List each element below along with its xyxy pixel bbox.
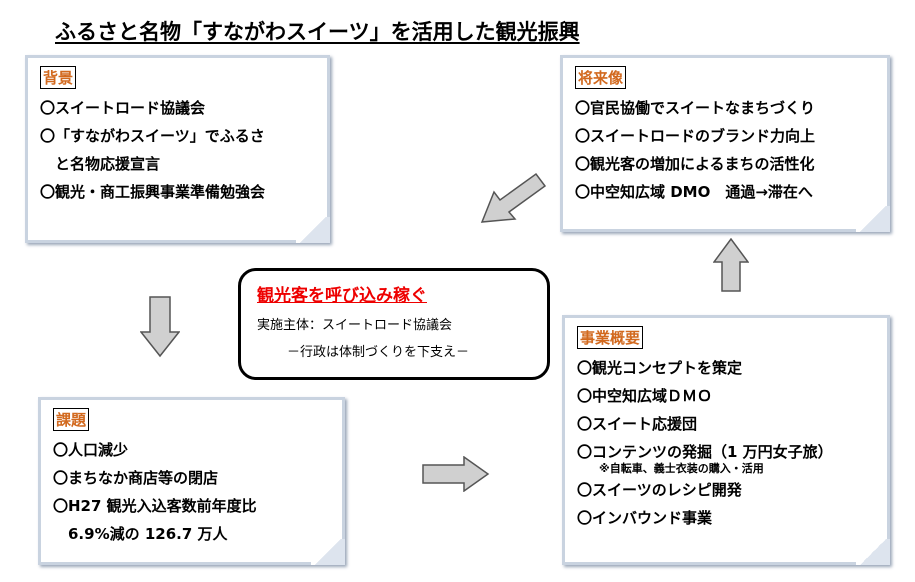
list-item: 〇官民協働でスイートなまちづくり [575, 99, 816, 117]
business-heading: 事業概要 [577, 326, 644, 349]
list-item: 〇観光コンセプトを策定 [577, 359, 743, 377]
issues-card: 課題 〇人口減少 〇まちなか商店等の閉店 〇H27 観光入込客数前年度比 6.9… [38, 397, 345, 565]
background-card: 背景 〇スイートロード協議会 〇「すながわスイーツ」でふるさ と名物応援宣言 〇… [25, 55, 330, 243]
list-item: 〇スイーツのレシピ開発 [577, 481, 742, 499]
page-title: ふるさと名物「すながわスイーツ」を活用した観光振興 [55, 20, 580, 44]
center-box: 観光客を呼び込み稼ぐ 実施主体：スイートロード協議会 －行政は体制づくりを下支え… [238, 268, 550, 380]
business-card: 事業概要 〇観光コンセプトを策定 〇中空知広域ＤＭＯ 〇スイート応援団 〇コンテ… [562, 315, 890, 565]
list-item: 〇中空知広域ＤＭＯ [577, 387, 713, 405]
list-item: 〇「すながわスイーツ」でふるさ [40, 127, 265, 145]
page-curl [856, 539, 890, 565]
page-curl [311, 539, 345, 565]
arrow-right-icon [422, 456, 490, 492]
list-item: 〇コンテンツの発掘（1 万円女子旅） [577, 443, 833, 461]
list-item: 〇スイートロード協議会 [40, 99, 206, 117]
center-line2: －行政は体制づくりを下支え－ [287, 345, 470, 360]
list-item: 〇スイート応援団 [577, 415, 698, 433]
list-item: 〇インバウンド事業 [577, 509, 713, 527]
arrow-up-left-icon [480, 172, 547, 223]
page-curl [296, 217, 330, 243]
center-line1: 実施主体：スイートロード協議会 [257, 318, 453, 333]
background-heading: 背景 [40, 66, 77, 89]
page-curl [856, 206, 890, 232]
future-heading: 将来像 [575, 66, 627, 89]
list-item: と名物応援宣言 [40, 155, 161, 173]
future-card: 将来像 〇官民協働でスイートなまちづくり 〇スイートロードのブランド力向上 〇観… [560, 55, 890, 232]
list-item: 〇人口減少 [53, 441, 129, 459]
list-item: 〇観光・商工振興事業準備勉強会 [40, 183, 266, 201]
list-item: 〇H27 観光入込客数前年度比 [53, 497, 257, 515]
list-item: 〇観光客の増加によるまちの活性化 [575, 155, 815, 173]
center-heading: 観光客を呼び込み稼ぐ [257, 286, 427, 306]
arrow-up-icon [713, 238, 749, 292]
issues-heading: 課題 [53, 408, 90, 431]
list-item: 〇まちなか商店等の閉店 [53, 469, 219, 487]
arrow-down-icon [140, 296, 180, 358]
list-item: 6.9%減の 126.7 万人 [53, 525, 228, 543]
list-item: 〇中空知広域 DMO 通過→滞在へ [575, 183, 813, 201]
list-item: 〇スイートロードのブランド力向上 [575, 127, 816, 145]
list-note: ※自転車、義士衣装の購入・活用 [599, 462, 764, 475]
